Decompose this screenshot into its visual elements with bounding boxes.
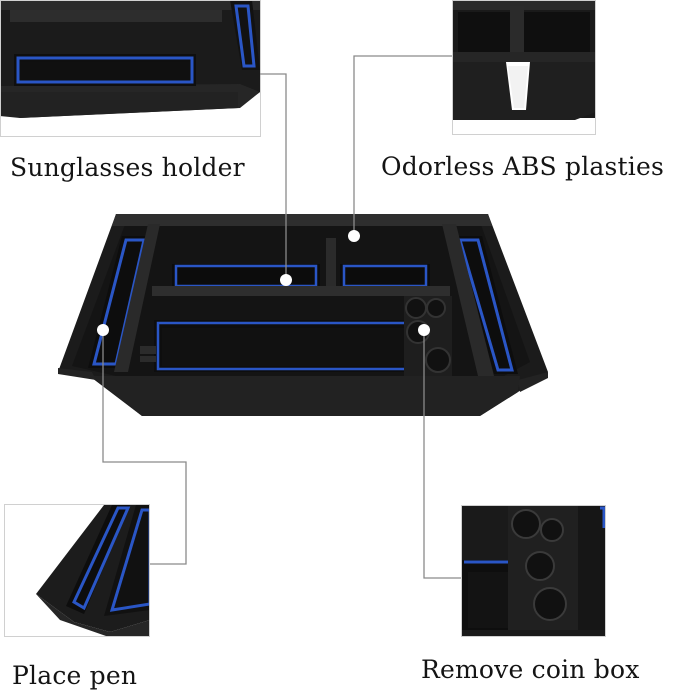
inset-pen-slot [4, 504, 150, 637]
inset-photo [462, 506, 605, 636]
inset-abs-plastic [452, 0, 596, 135]
callout-dot-coin [418, 324, 430, 336]
leader-sunglasses [260, 73, 287, 278]
callout-dots [97, 230, 430, 336]
caption-place-pen: Place pen [12, 661, 138, 690]
tray-divider-bar [152, 286, 450, 296]
callout-dot-abs [348, 230, 360, 242]
main-tray [58, 214, 548, 416]
leader-pen [102, 330, 187, 565]
liner-right [457, 238, 514, 372]
tray-front-face [92, 376, 520, 416]
inset-photo [453, 1, 595, 120]
callout-dot-pen [97, 324, 109, 336]
callout-dot-sunglasses [280, 274, 292, 286]
caption-remove-coin-box: Remove coin box [421, 655, 640, 684]
leader-abs [353, 55, 452, 236]
leader-coin [423, 330, 461, 579]
inset-sunglasses-holder [0, 0, 261, 137]
caption-odorless-abs: Odorless ABS plasties [381, 152, 664, 181]
inset-photo [1, 1, 260, 118]
caption-sunglasses-holder: Sunglasses holder [10, 153, 245, 182]
inset-photo [36, 505, 149, 636]
leader-lines [102, 55, 461, 579]
inset-coin-box [461, 505, 606, 637]
